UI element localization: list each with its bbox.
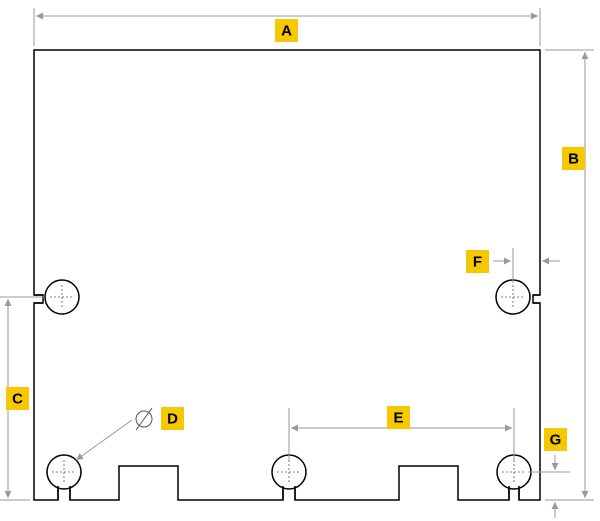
label-b: B (562, 147, 585, 170)
label-a: A (275, 19, 298, 42)
svg-text:G: G (550, 432, 562, 449)
label-g: G (544, 428, 567, 451)
hole-bottom-right (496, 454, 532, 490)
label-f: F (466, 250, 489, 273)
svg-text:B: B (568, 151, 579, 168)
hole-left-middle (44, 279, 80, 315)
svg-text:E: E (393, 410, 403, 427)
hole-right-middle (495, 279, 531, 315)
svg-text:A: A (281, 23, 292, 40)
dimension-f (493, 248, 560, 283)
label-d: D (161, 407, 184, 430)
svg-text:F: F (473, 254, 482, 271)
dimension-b (545, 49, 594, 501)
hole-bottom-left (46, 454, 82, 490)
dimension-g (528, 455, 570, 518)
svg-text:D: D (167, 411, 178, 428)
diameter-symbol (135, 407, 153, 431)
hole-bottom-center (271, 454, 307, 490)
part-outline (33, 49, 541, 501)
label-e: E (387, 406, 410, 429)
dimension-d (75, 407, 153, 461)
label-c: C (6, 387, 29, 410)
svg-text:C: C (12, 391, 23, 408)
dimension-a (33, 8, 541, 46)
